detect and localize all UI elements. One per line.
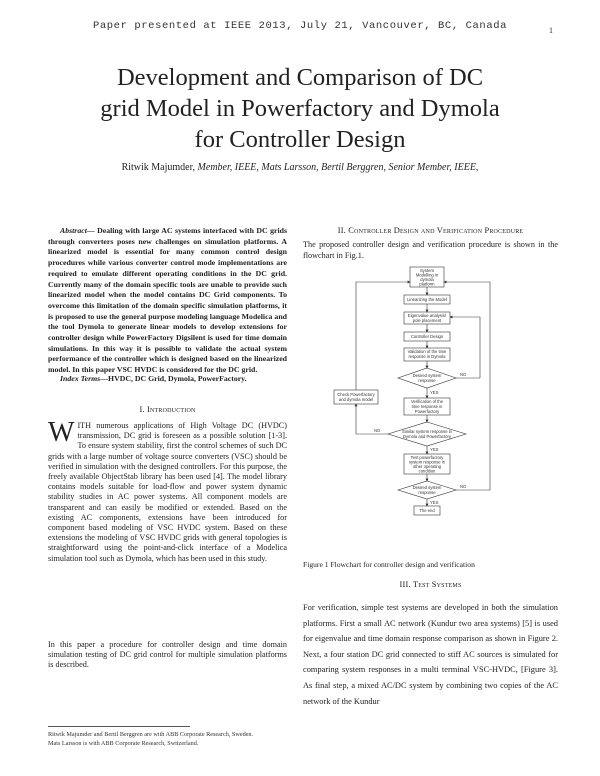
flow-text: System (420, 268, 434, 273)
flow-text: system response in (409, 460, 446, 465)
flow-text: Similar system response in (402, 429, 453, 434)
flow-label-no: NO (460, 372, 467, 377)
flow-text: The end (419, 508, 435, 513)
intro-text: ITH numerous applications of High Voltag… (48, 421, 287, 563)
flow-text: platform (419, 282, 435, 287)
flow-text: response (418, 490, 436, 495)
author-list: Ritwik Majumder, Member, IEEE, Mats Lars… (40, 162, 560, 173)
flow-text: condition (419, 469, 436, 474)
author-affiliations: Member, IEEE, Mats Larsson, Bertil Bergg… (195, 162, 479, 173)
figure-caption: Figure 1 Flowchart for controller design… (303, 560, 475, 569)
title-line: for Controller Design (194, 126, 406, 153)
flow-label-yes: YES (430, 447, 439, 452)
flow-text: Check Powerfactory (337, 392, 375, 397)
abstract: Abstract— Dealing with large AC systems … (48, 226, 287, 376)
footnote-rule (48, 726, 190, 727)
paper-title: Development and Comparison of DC grid Mo… (70, 62, 530, 155)
flow-text: other operating (413, 464, 442, 469)
flow-text: Validation of the time (408, 349, 447, 354)
flow-label-no: NO (460, 484, 467, 489)
drop-cap: W (48, 417, 75, 448)
section-heading-test-systems: III. Test Systems (399, 580, 462, 589)
flowchart-figure: System Modelling in dymola platform Line… (333, 266, 491, 516)
flow-text: Desired system (413, 373, 442, 378)
flow-text: response in Dymola (408, 354, 446, 359)
flow-label-yes: YES (430, 500, 439, 505)
flow-text: Eigenvalue analysis/ (408, 313, 447, 318)
flow-text: Powerfactory (415, 409, 440, 414)
footnote: Ritwik Majumder and Bertil Berggren are … (48, 731, 254, 738)
intro-paragraph-2: In this paper a procedure for controller… (48, 640, 287, 670)
conference-header: Paper presented at IEEE 2013, July 21, V… (92, 20, 508, 32)
section2-paragraph: The proposed controller design and verif… (303, 240, 558, 260)
flow-text: Dymola and Powerfactory (403, 434, 452, 439)
flow-arrow-no-loop (355, 280, 411, 390)
flow-label-no: NO (374, 428, 381, 433)
flow-label-yes: YES (430, 390, 439, 395)
section3-paragraph: For verification, simple test systems ar… (303, 603, 558, 706)
flow-text: Linearizing the Model (407, 297, 447, 302)
title-line: grid Model in Powerfactory and Dymola (100, 95, 500, 122)
flow-text: and dymola model (339, 397, 373, 402)
index-terms-label: Index Terms (60, 374, 101, 383)
flow-text: time response in (412, 404, 443, 409)
flow-text: Modelling in (416, 273, 439, 278)
flow-text: pole placement (413, 318, 442, 323)
flow-text: dymola (420, 277, 434, 282)
index-terms-text: —HVDC, DC Grid, Dymola, PowerFactory. (100, 374, 247, 383)
footnotes: Ritwik Majumder and Bertil Berggren are … (48, 731, 308, 748)
index-terms: Index Terms—HVDC, DC Grid, Dymola, Power… (48, 374, 287, 384)
abstract-text: — Dealing with large AC systems interfac… (48, 226, 287, 375)
title-line: Development and Comparison of DC (116, 64, 484, 91)
flow-text: response (418, 378, 436, 383)
flow-arrow-no-loop (443, 280, 491, 491)
flow-arrow-no-loop (449, 315, 481, 379)
section-heading-controller-design: II. Controller Design and Verification P… (337, 226, 524, 235)
flow-text: Desired system (413, 485, 442, 490)
abstract-label: Abstract (60, 226, 87, 235)
flow-arrow-no-loop (354, 403, 388, 435)
page-number: 1 (549, 26, 553, 35)
flow-text: Controller Design (411, 334, 444, 339)
flow-text: Verification of the (411, 399, 444, 404)
footnote: Mats Larsson is with ABB Corporate Resea… (48, 739, 199, 747)
flow-text: Test powerfactory (411, 455, 445, 460)
section-heading-introduction: I. Introduction (139, 405, 196, 414)
lead-author: Ritwik Majumder, (121, 162, 196, 173)
